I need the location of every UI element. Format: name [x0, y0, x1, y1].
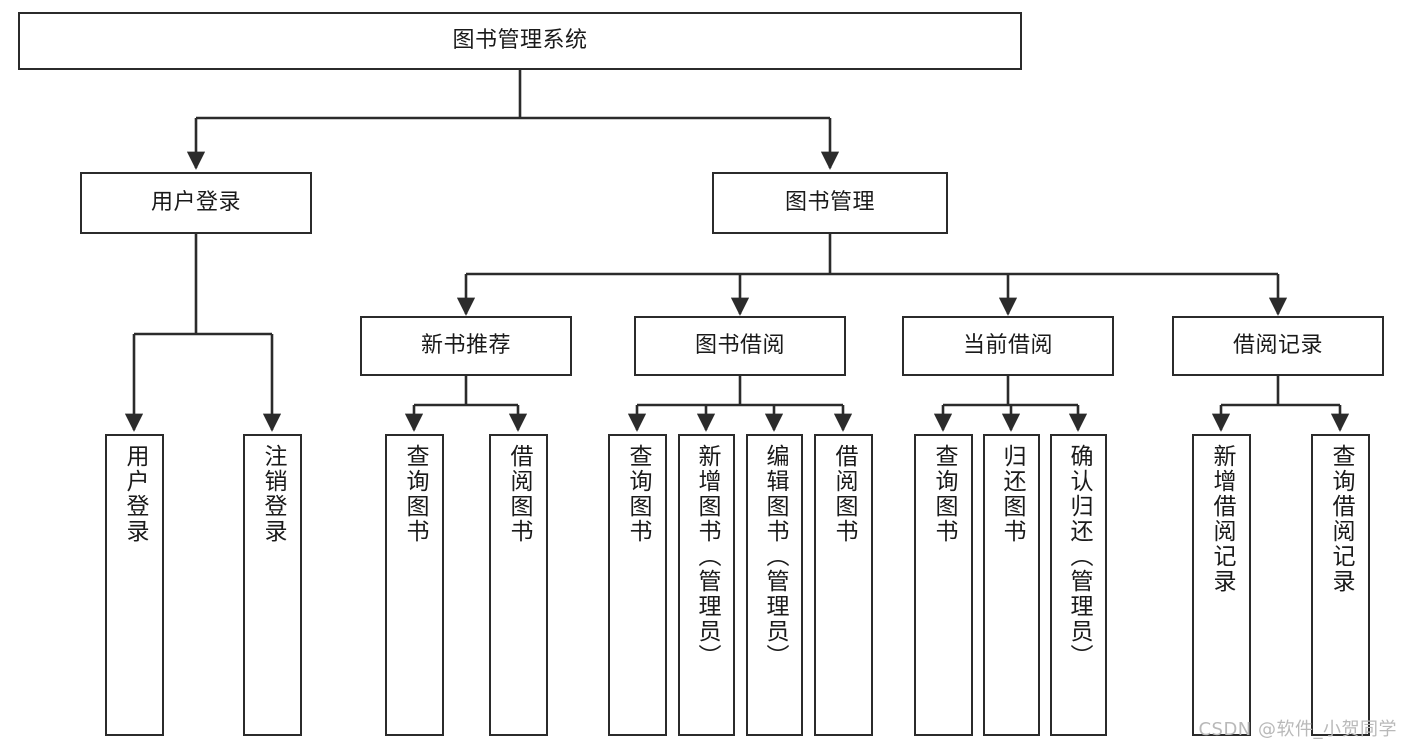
node-book-borrow[interactable]: 图书借阅 — [634, 316, 846, 376]
leaf-user-login-0-label: 用户登录 — [122, 444, 148, 544]
leaf-user-login-0[interactable]: 用户登录 — [105, 434, 164, 736]
leaf-user-login-1[interactable]: 注销登录 — [243, 434, 302, 736]
leaf-borrow-record-1[interactable]: 查询借阅记录 — [1311, 434, 1370, 736]
node-book-manage[interactable]: 图书管理 — [712, 172, 948, 234]
node-book-manage-label: 图书管理 — [784, 190, 875, 216]
leaf-book-borrow-1-label: 新增图书（管理员） — [694, 444, 720, 669]
node-new-book-recommend[interactable]: 新书推荐 — [360, 316, 572, 376]
leaf-new-book-rec-1[interactable]: 借阅图书 — [489, 434, 548, 736]
node-borrow-record[interactable]: 借阅记录 — [1172, 316, 1384, 376]
leaf-current-borrow-0[interactable]: 查询图书 — [914, 434, 973, 736]
leaf-borrow-record-0[interactable]: 新增借阅记录 — [1192, 434, 1251, 736]
leaf-borrow-record-1-label: 查询借阅记录 — [1328, 444, 1354, 594]
leaf-book-borrow-0[interactable]: 查询图书 — [608, 434, 667, 736]
leaf-book-borrow-2-label: 编辑图书（管理员） — [762, 444, 788, 669]
leaf-current-borrow-1[interactable]: 归还图书 — [983, 434, 1040, 736]
leaf-new-book-rec-1-label: 借阅图书 — [506, 444, 532, 544]
node-user-login[interactable]: 用户登录 — [80, 172, 312, 234]
node-root-label: 图书管理系统 — [452, 28, 588, 54]
leaf-current-borrow-2[interactable]: 确认归还（管理员） — [1050, 434, 1107, 736]
leaf-borrow-record-0-label: 新增借阅记录 — [1209, 444, 1235, 594]
leaf-book-borrow-1[interactable]: 新增图书（管理员） — [678, 434, 735, 736]
node-current-borrow[interactable]: 当前借阅 — [902, 316, 1114, 376]
leaf-book-borrow-3-label: 借阅图书 — [831, 444, 857, 544]
node-borrow-record-label: 借阅记录 — [1232, 333, 1323, 359]
node-user-login-label: 用户登录 — [150, 190, 241, 216]
leaf-current-borrow-0-label: 查询图书 — [931, 444, 957, 544]
leaf-current-borrow-2-label: 确认归还（管理员） — [1066, 444, 1092, 669]
node-new-book-recommend-label: 新书推荐 — [420, 333, 511, 359]
leaf-new-book-rec-0-label: 查询图书 — [402, 444, 428, 544]
leaf-book-borrow-2[interactable]: 编辑图书（管理员） — [746, 434, 803, 736]
leaf-book-borrow-0-label: 查询图书 — [625, 444, 651, 544]
leaf-current-borrow-1-label: 归还图书 — [999, 444, 1025, 544]
node-current-borrow-label: 当前借阅 — [962, 333, 1053, 359]
leaf-user-login-1-label: 注销登录 — [260, 444, 286, 544]
node-root[interactable]: 图书管理系统 — [18, 12, 1022, 70]
leaf-book-borrow-3[interactable]: 借阅图书 — [814, 434, 873, 736]
watermark-text: CSDN @软件_小贺同学 — [1198, 719, 1397, 740]
node-book-borrow-label: 图书借阅 — [694, 333, 785, 359]
leaf-new-book-rec-0[interactable]: 查询图书 — [385, 434, 444, 736]
